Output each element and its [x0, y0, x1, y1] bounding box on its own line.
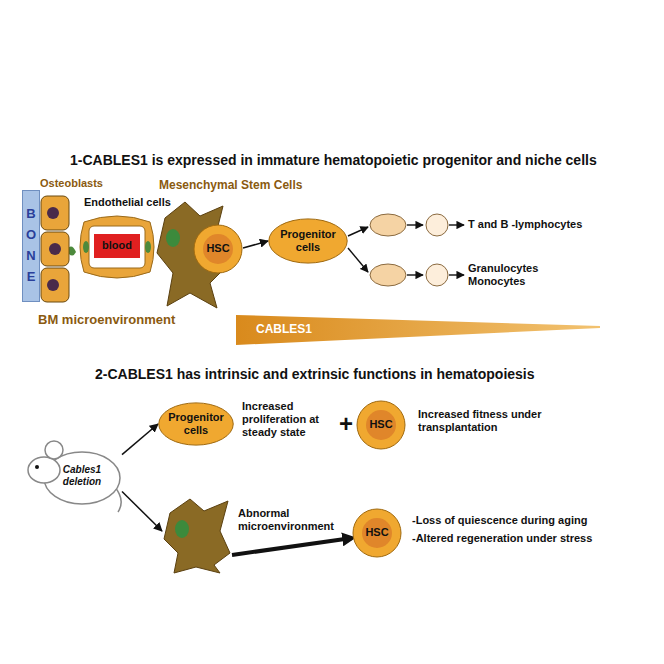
cell-node: blood [94, 234, 140, 258]
text-label: Granulocytes Monocytes [468, 262, 558, 288]
section-heading: 2-CABLES1 has intrinsic and extrinsic fu… [95, 366, 655, 383]
node-note: -Loss of quiescence during aging [412, 514, 587, 527]
node-label: blood [102, 239, 132, 252]
node-label: Osteoblasts [40, 177, 103, 190]
node-label: CABLES1 [256, 322, 312, 336]
cell-node: BONE [22, 190, 40, 302]
cell-shape [40, 194, 70, 304]
branch-arrows [348, 225, 464, 275]
arrow-connector [122, 492, 162, 532]
node-note: Increased proliferation at steady state [242, 400, 332, 440]
node-label: BONE [25, 204, 38, 287]
cell-node: Mesenchymal Stem CellsHSC [155, 198, 225, 310]
cell-node: Endothelial cellsblood [80, 214, 154, 280]
node-label: Abnormal microenvironment [238, 507, 348, 533]
cell-node: HSCIncreased fitness under transplantati… [356, 400, 406, 450]
differentiating-cells [370, 214, 448, 286]
node-label: Progenitor cells [268, 228, 348, 254]
cell-node: Cables1 deletion [26, 430, 122, 512]
node-label: Progenitor cells [158, 411, 234, 437]
node-label: Endothelial cells [84, 196, 171, 209]
text-label: + [334, 410, 358, 439]
cell-shape [162, 495, 232, 575]
text-label: T and B -lymphocytes [468, 218, 648, 231]
text-label: BM microenvironment [38, 312, 228, 328]
node-note: -Altered regeneration under stress [412, 532, 592, 545]
cell-node: Abnormal microenvironment [162, 495, 232, 575]
cell-node: HSC-Loss of quiescence during aging-Alte… [352, 508, 402, 558]
cell-node: HSC [193, 224, 243, 274]
node-note: Increased fitness under transplantation [418, 408, 568, 434]
node-label: Mesenchymal Stem Cells [159, 178, 302, 192]
node-label: HSC [369, 418, 392, 431]
section-heading: 1-CABLES1 is expressed in immature hemat… [70, 152, 650, 169]
cell-node: Progenitor cellsIncreased proliferation … [158, 402, 234, 446]
arrow-connector [232, 538, 352, 555]
cell-node: Osteoblasts [40, 194, 70, 304]
arrow-connector [122, 424, 158, 455]
cell-node: Progenitor cells [268, 218, 348, 264]
node-label: Cables1 deletion [50, 464, 114, 488]
node-label: HSC [365, 526, 388, 539]
node-label: HSC [206, 242, 229, 255]
arrow-connector [243, 241, 268, 248]
cell-node: CABLES1 [236, 314, 600, 346]
